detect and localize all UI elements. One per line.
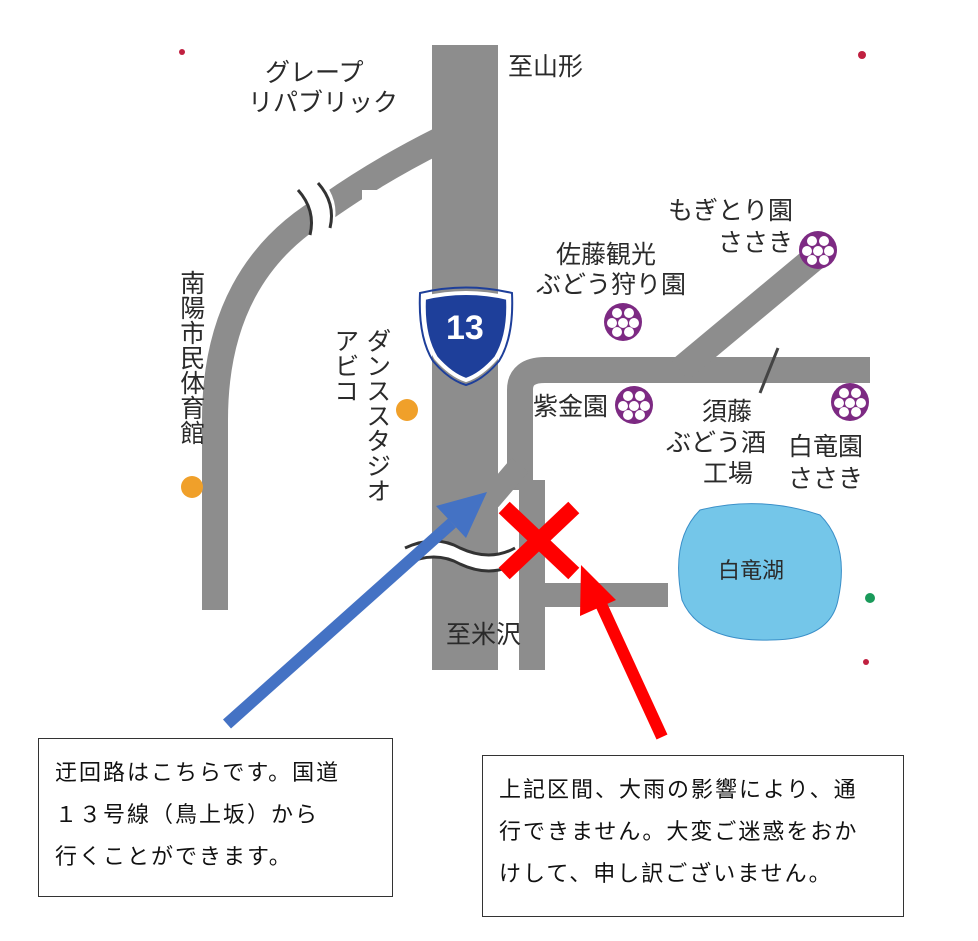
label-dance-studio: ダンススタジオ <box>362 328 392 503</box>
label-hakuryu-lake: 白竜湖 <box>718 559 785 584</box>
label-nanyo-gym: 南陽市民体育館 <box>176 270 206 445</box>
grape-icon <box>799 231 837 269</box>
label-to-yamagata: 至山形 <box>508 52 584 81</box>
label-grape-republic: グレープ <box>265 58 364 87</box>
route-13-number: 13 <box>446 309 484 347</box>
label-hakuryuen-2: ささき <box>788 464 864 493</box>
label-to-yonezawa: 至米沢 <box>446 620 522 649</box>
detour-note-line3: 行くことができます。 <box>55 845 293 870</box>
label-suto-3: 工場 <box>703 459 754 488</box>
label-dance-studio-2: アビコ <box>330 328 360 403</box>
label-mogitori-2: ささき <box>718 228 794 257</box>
label-shikinen: 紫金園 <box>533 392 609 421</box>
label-hakuryuen: 白竜園 <box>788 432 864 461</box>
label-suto-2: ぶどう酒 <box>666 428 767 457</box>
closed-x-icon <box>498 501 580 580</box>
label-grape-republic-2: リパブリック <box>248 88 399 117</box>
closure-note-line2: 行できません。大変ご迷惑をおか <box>499 820 859 845</box>
closure-note: 上記区間、大雨の影響により、通 行できません。大変ご迷惑をおか けして、申し訳ご… <box>482 755 904 917</box>
diagonal-road <box>671 245 827 380</box>
hakuryu-lake <box>678 503 842 641</box>
label-suto: 須藤 <box>702 397 753 426</box>
label-sato: 佐藤観光 <box>556 240 657 269</box>
east-road <box>507 357 870 490</box>
orange-dot-icon <box>396 399 418 421</box>
left-curved-road <box>202 128 446 610</box>
grape-icon <box>831 383 869 421</box>
detour-arrow-icon <box>223 492 487 729</box>
label-sato-2: ぶどう狩り園 <box>536 270 687 299</box>
closure-note-line3: けして、申し訳ございません。 <box>499 862 833 887</box>
route-13-shield <box>418 286 514 387</box>
closure-note-line1: 上記区間、大雨の影響により、通 <box>499 778 858 803</box>
grape-icon <box>604 303 642 341</box>
detour-note-line1: 迂回路はこちらです。国道 <box>55 761 341 786</box>
grape-icon <box>615 386 653 424</box>
orange-dot-icon <box>181 476 203 498</box>
detour-note: 迂回路はこちらです。国道 １３号線（鳥上坂）から 行くことができます。 <box>38 738 393 897</box>
warning-arrow-icon <box>580 565 668 740</box>
detour-note-line2: １３号線（鳥上坂）から <box>55 803 320 828</box>
label-mogitori: もぎとり園 <box>668 196 794 225</box>
